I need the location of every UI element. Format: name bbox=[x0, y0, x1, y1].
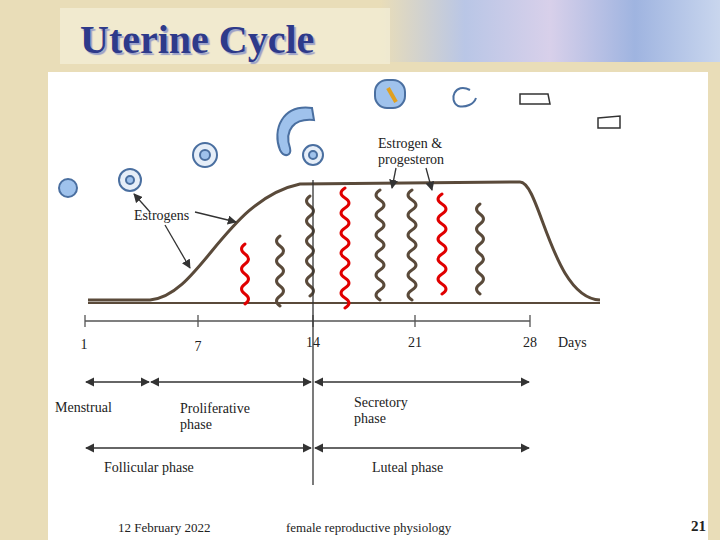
content-area bbox=[48, 72, 708, 540]
slide-number: 21 bbox=[676, 518, 706, 534]
day-number: 28 bbox=[518, 335, 542, 351]
corpus-albicans bbox=[598, 116, 620, 128]
flower-band bbox=[380, 0, 720, 62]
glands bbox=[242, 188, 484, 308]
phase-arrows bbox=[86, 382, 529, 448]
follicle bbox=[193, 143, 217, 167]
phase-arrow bbox=[315, 447, 529, 448]
axis-line bbox=[85, 320, 530, 321]
phase-label: Follicular phase bbox=[104, 460, 234, 476]
leader-arrow bbox=[426, 168, 432, 190]
ovulation-line bbox=[312, 180, 313, 485]
gland bbox=[341, 188, 349, 308]
leader-arrow bbox=[195, 212, 236, 222]
gland bbox=[438, 194, 446, 294]
oocyte bbox=[309, 151, 317, 159]
hormone-arrows bbox=[134, 168, 432, 268]
phase-label: Luteal phase bbox=[372, 460, 482, 476]
phase-arrow bbox=[151, 381, 311, 382]
corpus-luteum bbox=[453, 88, 476, 107]
phase-arrow bbox=[86, 381, 149, 382]
gland bbox=[477, 204, 484, 294]
day-number: 21 bbox=[403, 335, 427, 351]
phase-arrow bbox=[86, 447, 311, 448]
phase-label: Proliferative phase bbox=[180, 401, 280, 433]
corpus-luteum-core bbox=[388, 88, 396, 102]
corpus-albicans bbox=[520, 94, 550, 104]
footer-date: 12 February 2022 bbox=[118, 520, 258, 536]
day-number: 14 bbox=[301, 335, 325, 351]
day-axis bbox=[85, 180, 530, 485]
hormone-label: Estrogen & progesteron bbox=[378, 136, 478, 168]
ruptured-follicle bbox=[277, 108, 314, 156]
slide-title: Uterine Cycle bbox=[80, 16, 314, 64]
day-number: 7 bbox=[188, 339, 208, 355]
axis-unit: Days bbox=[558, 335, 598, 351]
gland bbox=[277, 236, 284, 306]
leader-arrow bbox=[392, 168, 396, 188]
corpus-luteum bbox=[375, 80, 405, 108]
leader-arrow bbox=[165, 225, 190, 268]
day-number: 1 bbox=[74, 337, 94, 353]
phase-arrow bbox=[315, 381, 529, 382]
oocyte bbox=[126, 176, 134, 184]
follicle bbox=[303, 145, 323, 165]
gland bbox=[408, 190, 416, 300]
footer-text: female reproductive physiology bbox=[286, 520, 506, 536]
title-band bbox=[60, 8, 390, 64]
phase-label: Secretory phase bbox=[354, 395, 434, 427]
gland bbox=[376, 190, 384, 300]
gland bbox=[242, 244, 249, 304]
hormone-label: Estrogens bbox=[134, 208, 214, 224]
axis-ticks bbox=[85, 315, 530, 327]
endometrium-base bbox=[88, 302, 600, 304]
phase-label: Menstrual bbox=[55, 400, 145, 416]
follicles bbox=[59, 80, 620, 197]
follicle bbox=[59, 179, 77, 197]
oocyte bbox=[200, 150, 210, 160]
follicle bbox=[119, 169, 141, 191]
endometrium-curve bbox=[88, 182, 600, 300]
